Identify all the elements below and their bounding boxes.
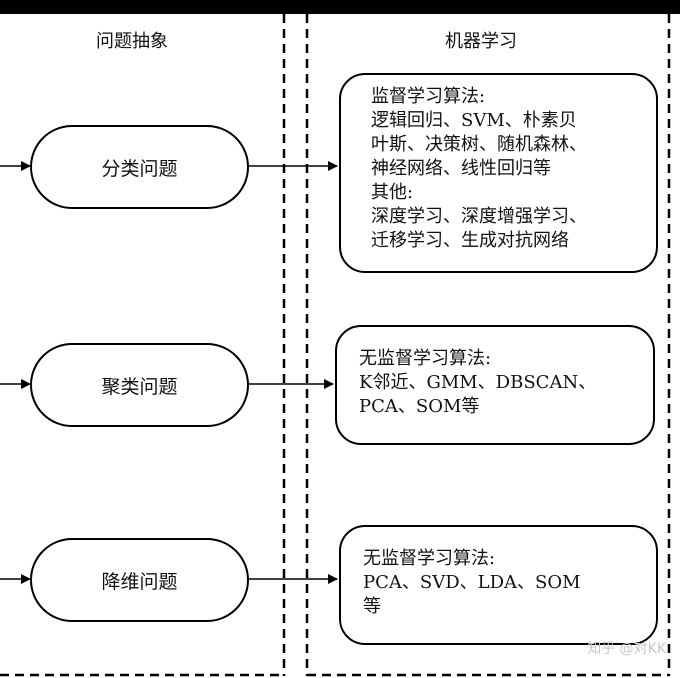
column-title-machine-learning: 机器学习 xyxy=(445,31,517,52)
algorithm-box-line: 深度学习、深度增强学习、 xyxy=(371,206,587,227)
algorithm-box-line: 叶斯、决策树、随机森林、 xyxy=(371,134,587,155)
column-title-abstraction: 问题抽象 xyxy=(96,31,168,52)
algorithm-box-line: PCA、SOM等 xyxy=(359,396,480,417)
algorithm-box-supervised: 监督学习算法: 逻辑回归、SVM、朴素贝 叶斯、决策树、随机森林、 神经网络、线… xyxy=(339,73,658,273)
algorithm-box-line: 其他: xyxy=(371,182,414,203)
algorithm-box-line: 等 xyxy=(363,596,381,617)
algorithm-box-line: 迁移学习、生成对抗网络 xyxy=(371,230,569,251)
problem-node-dim-reduction: 降维问题 xyxy=(30,538,249,622)
watermark: 知乎 @对KK xyxy=(587,641,666,657)
problem-node-clustering: 聚类问题 xyxy=(30,343,249,427)
problem-node-classification: 分类问题 xyxy=(30,125,249,209)
algorithm-box-line: 无监督学习算法: xyxy=(359,348,492,369)
algorithm-box-line: 无监督学习算法: xyxy=(363,548,496,569)
top-bar xyxy=(0,0,680,14)
algorithm-box-unsupervised-dimreduction: 无监督学习算法: PCA、SVD、LDA、SOM 等 xyxy=(339,525,658,645)
algorithm-box-line: 神经网络、线性回归等 xyxy=(371,158,551,179)
algorithm-box-line: K邻近、GMM、DBSCAN、 xyxy=(359,372,597,393)
algorithm-box-line: PCA、SVD、LDA、SOM xyxy=(363,572,581,593)
algorithm-box-unsupervised-clustering: 无监督学习算法: K邻近、GMM、DBSCAN、 PCA、SOM等 xyxy=(335,325,655,445)
algorithm-box-line: 逻辑回归、SVM、朴素贝 xyxy=(371,110,577,131)
algorithm-box-line: 监督学习算法: xyxy=(371,86,486,107)
